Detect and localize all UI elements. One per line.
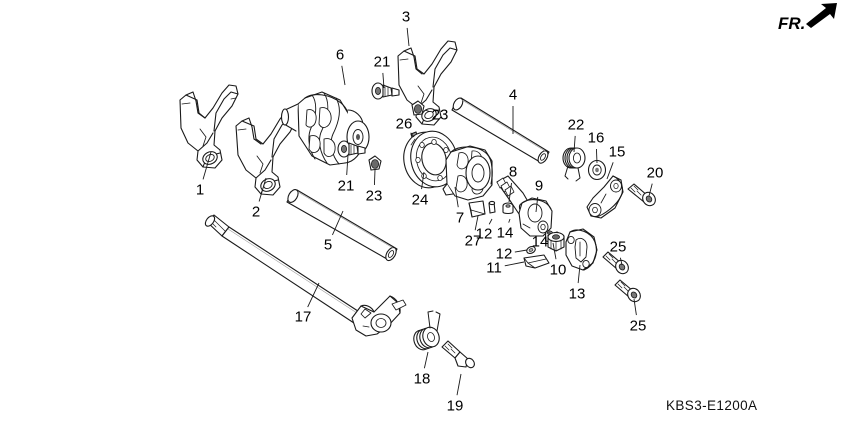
callout-label-10: 10: [549, 261, 567, 279]
callout-label-14: 14: [531, 233, 549, 251]
leader-line-23: [424, 109, 430, 112]
part-lock-washer-bottom: [368, 155, 382, 171]
leader-line-12: [514, 249, 528, 253]
part-stopper-arm: [586, 175, 624, 219]
callout-label-4: 4: [508, 86, 518, 104]
callout-label-20: 20: [646, 164, 664, 182]
part-return-spring: [413, 310, 441, 351]
callout-label-23: 23: [431, 106, 449, 124]
leader-line-14: [508, 218, 511, 223]
callout-label-21: 21: [337, 177, 355, 195]
leader-line-5: [332, 210, 344, 236]
part-arm-pivot-bolt: [627, 183, 656, 207]
part-fork-shaft-short: [451, 97, 550, 164]
orientation-label: FR.: [778, 14, 806, 33]
arrow-up-right-icon: [806, 3, 837, 28]
part-gearshift-spindle: [204, 214, 407, 337]
leader-line-16: [595, 148, 598, 164]
part-lock-washer-top: [411, 100, 425, 116]
callout-label-3: 3: [401, 8, 411, 26]
orientation-marker: FR.: [778, 3, 837, 34]
leader-line-23: [373, 169, 376, 186]
part-shift-guide-plate: [523, 254, 550, 269]
leader-line-18: [423, 351, 429, 369]
callout-label-26: 26: [395, 115, 413, 133]
leader-line-21: [382, 72, 385, 89]
callout-label-11: 11: [486, 259, 502, 277]
leader-line-9: [535, 196, 539, 213]
part-ball-bearing: [403, 130, 458, 189]
callout-label-5: 5: [323, 236, 333, 254]
callout-label-14: 14: [496, 224, 514, 242]
leader-line-26: [410, 132, 415, 138]
leader-line-6: [341, 65, 346, 86]
part-dowel-pin-lower: [526, 245, 536, 255]
leader-line-24: [421, 171, 425, 190]
callout-label-12: 12: [495, 245, 513, 263]
part-flange-bolt-top: [371, 82, 400, 100]
part-spring-stopper-pin: [441, 340, 475, 369]
callout-label-27: 27: [464, 232, 482, 250]
part-stopper-arm-plate: [565, 228, 598, 271]
part-gearshift-fork-left: [179, 84, 239, 169]
callout-label-17: 17: [294, 308, 312, 326]
part-drum-stopper-block: [468, 200, 486, 218]
part-flange-bolt-bottom: [337, 140, 366, 158]
part-flange-bolt-25-upper: [602, 251, 629, 275]
leader-line-13: [577, 264, 581, 284]
leader-line-15: [606, 162, 614, 180]
leader-line-17: [307, 282, 320, 308]
leader-line-25: [619, 257, 623, 266]
callout-label-25: 25: [629, 317, 647, 335]
part-fork-shaft-long: [286, 189, 398, 262]
leader-line-2: [258, 177, 267, 202]
leader-line-27: [474, 215, 479, 231]
callout-label-7: 7: [455, 209, 465, 227]
leader-line-8: [508, 182, 512, 203]
part-shift-drum-center: [442, 145, 493, 201]
leader-line-25: [633, 298, 637, 316]
part-washer-left: [502, 202, 514, 215]
leader-line-20: [648, 183, 653, 197]
leader-line-22: [573, 135, 576, 153]
callout-label-16: 16: [587, 129, 605, 147]
part-stopper-arm-spring: [562, 147, 586, 182]
callout-label-9: 9: [534, 177, 544, 195]
callout-label-15: 15: [608, 143, 626, 161]
callout-label-13: 13: [568, 285, 586, 303]
leader-line-11: [504, 261, 525, 267]
callout-label-1: 1: [195, 181, 205, 199]
leader-line-7: [454, 186, 459, 208]
callout-label-21: 21: [373, 53, 391, 71]
leader-line-10: [552, 242, 557, 260]
part-flange-bolt-25-lower: [614, 279, 641, 303]
callout-label-12: 12: [475, 225, 493, 243]
part-gearshift-fork-center: [235, 110, 297, 196]
leader-line-1: [202, 151, 212, 180]
leader-line-19: [456, 373, 462, 396]
callout-label-19: 19: [446, 397, 464, 415]
callout-label-2: 2: [251, 203, 261, 221]
callout-label-8: 8: [508, 163, 518, 181]
callout-label-6: 6: [335, 46, 345, 64]
callout-label-24: 24: [411, 191, 429, 209]
leader-line-12: [488, 218, 493, 225]
callout-leader-lines: [202, 27, 653, 396]
leader-line-14: [546, 231, 549, 234]
part-collar-nut: [547, 231, 565, 252]
part-dowel-pin-upper: [488, 200, 496, 214]
leader-line-21: [346, 154, 349, 176]
diagram-part-number: KBS3-E1200A: [666, 398, 758, 413]
part-arm-collar: [587, 159, 607, 181]
callout-label-22: 22: [567, 116, 585, 134]
part-shift-drum-cam-plate: [518, 197, 553, 237]
callout-label-18: 18: [413, 370, 431, 388]
callout-label-25: 25: [609, 238, 627, 256]
leader-line-3: [406, 27, 410, 47]
callout-label-23: 23: [365, 187, 383, 205]
